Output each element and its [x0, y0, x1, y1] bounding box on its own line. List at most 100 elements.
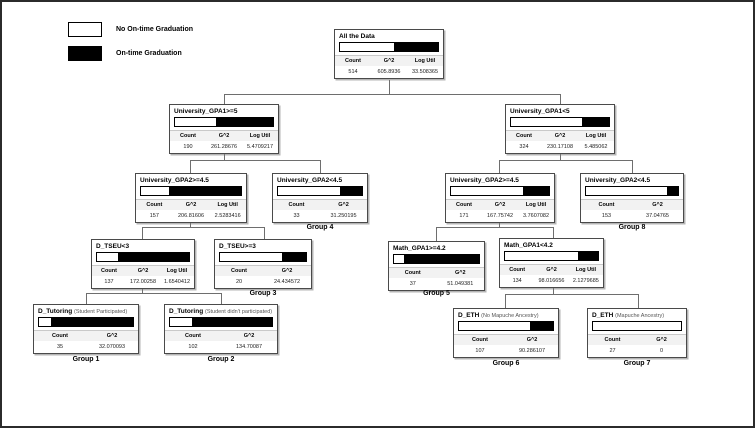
distribution-bar [458, 321, 554, 331]
val-g2: 206.81606 [178, 213, 204, 219]
stats-values: 157 206.81606 2.5283416 [136, 210, 246, 222]
val-g2: 172.00258 [130, 279, 156, 285]
stats-header: Count G^2 [389, 267, 484, 278]
node-right-university-gpa2-lt45[interactable]: University_GPA2<4.5 Count G^2 153 37.047… [580, 173, 684, 223]
edge-gpa1lt5-to-rgpa2lt [632, 160, 633, 173]
node-title: D_Tutoring (Student Participated) [38, 308, 128, 315]
node-title: D_Tutoring (Student didn't participated) [169, 308, 273, 315]
group-label-2: Group 2 [207, 356, 235, 363]
col-count: Count [52, 333, 68, 339]
stats-values: 37 51.049381 [389, 278, 484, 290]
node-dtseu-ge3[interactable]: D_TSEU>=3 Count G^2 20 24.434572 [214, 239, 312, 289]
val-g2: 31.250195 [330, 213, 357, 219]
distribution-bar [450, 186, 550, 196]
col-g2: G^2 [494, 202, 506, 208]
col-g2: G^2 [338, 202, 349, 208]
edge-tseult3-to-tutno [221, 293, 222, 304]
val-count: 171 [459, 213, 469, 219]
stats-header: Count G^2 [454, 334, 558, 345]
node-all-the-data[interactable]: All the Data Count G^2 Log Util 514 605.… [334, 29, 444, 79]
node-subtitle: (No Mapuche Ancestry) [481, 313, 539, 319]
col-g2: G^2 [652, 202, 663, 208]
edge-root-span [224, 94, 560, 95]
node-deth-no-mapuche[interactable]: D_ETH (No Mapuche Ancestry) Count G^2 10… [453, 308, 559, 358]
val-g2: 261.28676 [211, 144, 237, 150]
legend-label-no-ontime-graduation: No On-time Graduation [116, 26, 193, 33]
stats-header: Count G^2 Log Util [170, 130, 278, 141]
col-count: Count [404, 270, 421, 276]
stats-values: 153 37.04765 [581, 210, 683, 222]
val-g2: 134.70087 [236, 344, 262, 350]
stats-values: 324 230.17108 5.485062 [506, 141, 614, 153]
distribution-bar [339, 42, 439, 52]
node-title: D_ETH (Mapuche Ancestry) [592, 312, 665, 319]
edge-root-stem [389, 80, 390, 94]
col-g2: G^2 [383, 58, 395, 64]
col-count: Count [185, 333, 201, 339]
col-count: Count [472, 337, 488, 343]
node-left-university-gpa2-ge45[interactable]: University_GPA2>=4.5 Count G^2 Log Util … [135, 173, 247, 223]
node-right-university-gpa2-ge45[interactable]: University_GPA2>=4.5 Count G^2 Log Util … [445, 173, 555, 223]
val-g2: 605.8936 [377, 69, 401, 75]
node-dtutoring-not-participated[interactable]: D_Tutoring (Student didn't participated)… [164, 304, 278, 354]
col-g2: G^2 [546, 267, 557, 273]
col-count: Count [146, 202, 163, 208]
stats-values: 107 90.286107 [454, 345, 558, 357]
val-logutil: 1.6540412 [164, 279, 190, 285]
distribution-bar [38, 317, 134, 327]
distribution-bar [174, 117, 274, 127]
distribution-bar [592, 321, 682, 331]
edge-gpa1lt5-to-rgpa2ge [499, 160, 500, 173]
val-g2: 24.434572 [274, 279, 300, 285]
val-count: 137 [104, 279, 114, 285]
val-g2: 0 [659, 348, 664, 354]
edge-tseult3-to-tutyes [86, 293, 87, 304]
col-logutil: Log Util [575, 267, 597, 273]
group-label-3: Group 3 [249, 290, 277, 297]
edge-rgpa2ge-to-mathlt [553, 227, 554, 238]
node-title: All the Data [339, 33, 375, 40]
edge-rgpa2ge-to-mathge [436, 227, 437, 241]
node-dtutoring-participated[interactable]: D_Tutoring (Student Participated) Count … [33, 304, 139, 354]
val-count: 153 [601, 213, 612, 219]
node-subtitle: (Mapuche Ancestry) [615, 313, 665, 319]
stats-header: Count G^2 Log Util [506, 130, 614, 141]
val-count: 514 [348, 69, 358, 75]
node-title: D_TSEU>=3 [219, 243, 256, 250]
edge-lgpa2ge-to-tseuge3 [264, 227, 265, 239]
col-g2: G^2 [526, 337, 538, 343]
stats-header: Count G^2 [215, 265, 311, 276]
col-g2: G^2 [218, 133, 230, 139]
edge-gpa1ge5-span [190, 160, 320, 161]
col-g2: G^2 [554, 133, 566, 139]
col-g2: G^2 [185, 202, 197, 208]
node-math-gpa1-lt42[interactable]: Math_GPA1<4.2 Count G^2 Log Util 134 98.… [499, 238, 604, 288]
node-title: D_ETH (No Mapuche Ancestry) [458, 312, 539, 319]
val-count: 190 [183, 144, 193, 150]
node-university-gpa1-ge5[interactable]: University_GPA1>=5 Count G^2 Log Util 19… [169, 104, 279, 154]
stats-values: 190 261.28676 5.4709217 [170, 141, 278, 153]
val-g2: 98.016656 [538, 278, 565, 284]
node-math-gpa1-ge42[interactable]: Math_GPA1>=4.2 Count G^2 37 51.049381 [388, 241, 485, 291]
val-count: 107 [475, 348, 485, 354]
col-g2: G^2 [137, 268, 149, 274]
col-count: Count [180, 133, 196, 139]
stats-values: 514 605.8936 33.508365 [335, 66, 443, 78]
val-logutil: 2.5283416 [214, 213, 241, 219]
node-university-gpa1-lt5[interactable]: University_GPA1<5 Count G^2 Log Util 324… [505, 104, 615, 154]
val-count: 102 [188, 344, 198, 350]
group-label-5: Group 5 [423, 290, 450, 297]
node-title: University_GPA2<4.5 [585, 177, 651, 184]
col-count: Count [604, 337, 621, 343]
val-g2: 90.286107 [519, 348, 545, 354]
val-logutil: 5.485062 [584, 144, 608, 150]
node-deth-mapuche[interactable]: D_ETH (Mapuche Ancestry) Count G^2 27 0 [587, 308, 687, 358]
val-count: 324 [519, 144, 529, 150]
node-left-university-gpa2-lt45[interactable]: University_GPA2<4.5 Count G^2 33 31.2501… [272, 173, 368, 223]
stats-header: Count G^2 Log Util [446, 199, 554, 210]
edge-lgpa2ge-to-tseult3 [142, 227, 143, 239]
node-title: Math_GPA1>=4.2 [393, 245, 446, 252]
node-dtseu-lt3[interactable]: D_TSEU<3 Count G^2 Log Util 137 172.0025… [91, 239, 195, 289]
stats-header: Count G^2 [34, 330, 138, 341]
